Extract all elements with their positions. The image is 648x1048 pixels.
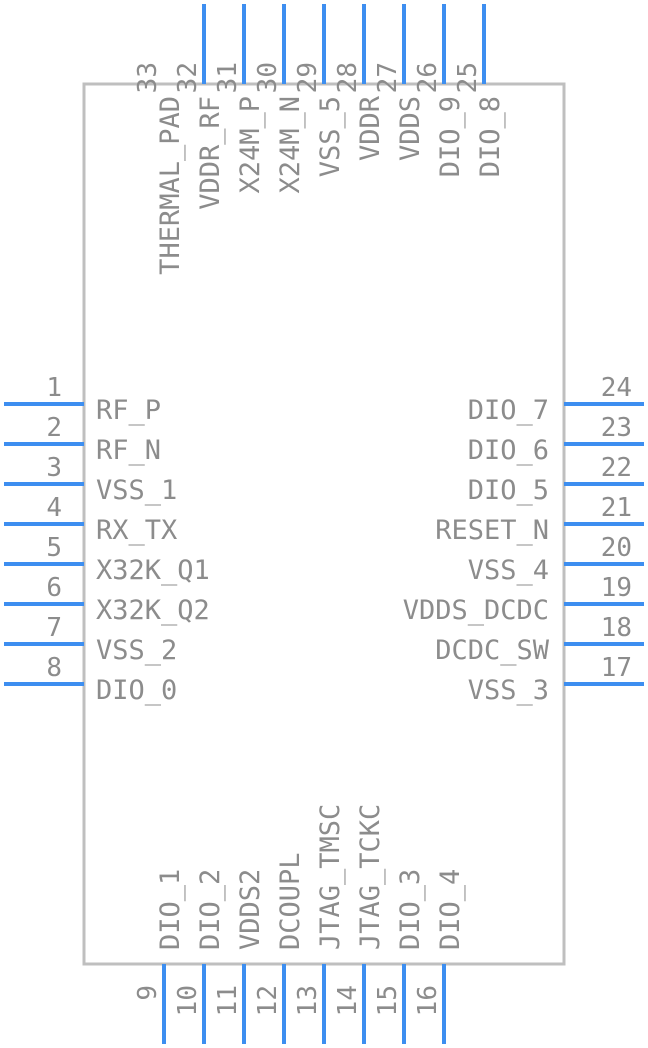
pin-name-9: DIO_1 — [155, 869, 186, 950]
pin-name-20: VSS_4 — [468, 555, 549, 586]
pin-name-32: VDDR_RF — [195, 96, 226, 210]
pin-name-16: DIO_4 — [435, 869, 466, 950]
pin-number-8: 8 — [46, 653, 62, 683]
pin-name-3: VSS_1 — [96, 475, 177, 506]
pin-name-23: DIO_6 — [468, 435, 549, 466]
pin-number-17: 17 — [601, 653, 632, 683]
pin-name-22: DIO_5 — [468, 475, 549, 506]
pin-number-20: 20 — [601, 533, 632, 563]
pin-number-9: 9 — [133, 985, 163, 1001]
pin-number-22: 22 — [601, 453, 632, 483]
pin-number-24: 24 — [601, 373, 632, 403]
pin-number-33: 33 — [133, 62, 163, 93]
pin-number-6: 6 — [46, 573, 62, 603]
pin-number-11: 11 — [213, 985, 243, 1016]
pin-name-27: VDDS — [395, 96, 426, 161]
pin-name-29: VSS_5 — [315, 96, 346, 177]
pin-number-16: 16 — [413, 985, 443, 1016]
pin-name-31: X24M_P — [235, 96, 266, 194]
pin-name-21: RESET_N — [435, 515, 549, 546]
pin-name-1: RF_P — [96, 395, 161, 426]
pin-name-2: RF_N — [96, 435, 161, 466]
pin-number-29: 29 — [293, 62, 323, 93]
pin-number-5: 5 — [46, 533, 62, 563]
pin-number-21: 21 — [601, 493, 632, 523]
pin-number-19: 19 — [601, 573, 632, 603]
pin-number-30: 30 — [253, 62, 283, 93]
pin-name-8: DIO_0 — [96, 675, 177, 706]
pin-number-18: 18 — [601, 613, 632, 643]
pin-number-1: 1 — [46, 373, 62, 403]
pin-name-7: VSS_2 — [96, 635, 177, 666]
pin-name-5: X32K_Q1 — [96, 555, 210, 586]
pin-number-27: 27 — [373, 62, 403, 93]
pin-group: 1RF_P2RF_N3VSS_14RX_TX5X32K_Q16X32K_Q27V… — [4, 4, 644, 1044]
pin-name-12: DCOUPL — [275, 852, 306, 950]
pin-name-14: JTAG_TCKC — [355, 804, 386, 950]
pin-name-17: VSS_3 — [468, 675, 549, 706]
pin-number-4: 4 — [46, 493, 62, 523]
pin-number-13: 13 — [293, 985, 323, 1016]
pin-name-10: DIO_2 — [195, 869, 226, 950]
pin-name-33: THERMAL_PAD — [155, 96, 186, 275]
pin-name-19: VDDS_DCDC — [403, 595, 549, 626]
pin-number-2: 2 — [46, 413, 62, 443]
pin-number-14: 14 — [333, 985, 363, 1016]
pin-name-13: JTAG_TMSC — [315, 804, 346, 950]
pin-name-25: DIO_8 — [475, 96, 506, 177]
pin-number-10: 10 — [173, 985, 203, 1016]
pin-number-28: 28 — [333, 62, 363, 93]
pin-number-15: 15 — [373, 985, 403, 1016]
pin-name-4: RX_TX — [96, 515, 177, 546]
pin-name-30: X24M_N — [275, 96, 306, 194]
pin-name-24: DIO_7 — [468, 395, 549, 426]
pin-number-12: 12 — [253, 985, 283, 1016]
pin-number-23: 23 — [601, 413, 632, 443]
pin-number-26: 26 — [413, 62, 443, 93]
pin-name-28: VDDR — [355, 95, 386, 161]
pin-number-3: 3 — [46, 453, 62, 483]
pin-name-11: VDDS2 — [235, 869, 266, 950]
ic-body — [82, 82, 566, 966]
pin-name-18: DCDC_SW — [435, 635, 550, 666]
pin-number-31: 31 — [213, 62, 243, 93]
pin-number-25: 25 — [453, 62, 483, 93]
pin-number-32: 32 — [173, 62, 203, 93]
pin-name-6: X32K_Q2 — [96, 595, 210, 626]
pin-number-7: 7 — [46, 613, 62, 643]
pin-name-26: DIO_9 — [435, 96, 466, 177]
pin-name-15: DIO_3 — [395, 869, 426, 950]
